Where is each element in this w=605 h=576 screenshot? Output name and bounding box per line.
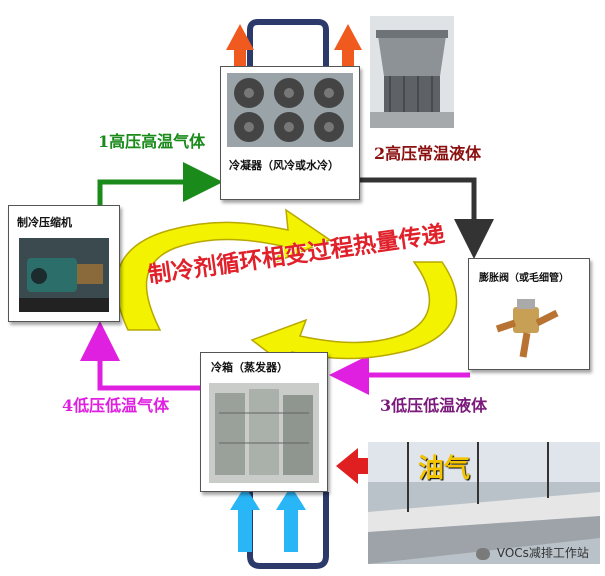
oil-pipeline-photo [368, 442, 600, 564]
state-4-label: 4低压低温气体 [62, 396, 170, 415]
state-3-label: 3低压低温液体 [380, 396, 488, 415]
compressor-label: 制冷压缩机 [17, 216, 72, 229]
cycle-arrow-upper [115, 208, 332, 331]
expansion-valve-box: 膨胀阀（或毛细管） [468, 258, 590, 370]
condenser-water-loop [247, 19, 329, 66]
evaporator-photo [209, 383, 319, 483]
watermark: VOCs减排工作站 [476, 544, 589, 561]
cycle-arrow-lower [250, 261, 458, 374]
arrow-condenser-to-valve [360, 177, 494, 259]
compressor-box: 制冷压缩机 [8, 205, 120, 322]
compressor-photo [19, 238, 109, 312]
oil-gas-label: 油气 [418, 454, 471, 484]
cold-in-arrow-left [230, 486, 260, 552]
wechat-icon [476, 547, 490, 560]
condenser-box: 冷凝器（风冷或水冷） [220, 66, 360, 200]
cooling-tower-photo [370, 16, 454, 128]
condenser-label: 冷凝器（风冷或水冷） [229, 159, 339, 172]
evaporator-label: 冷箱（蒸发器） [211, 361, 288, 374]
expansion-valve-photo [487, 293, 567, 363]
condenser-photo [227, 73, 353, 147]
watermark-text: VOCs减排工作站 [496, 546, 589, 560]
cold-in-arrow-right [276, 486, 306, 552]
arrow-evaporator-to-compressor [80, 321, 200, 391]
expansion-valve-label: 膨胀阀（或毛细管） [479, 273, 569, 284]
state-1-label: 1高压高温气体 [98, 132, 206, 151]
evaporator-box: 冷箱（蒸发器） [200, 352, 328, 492]
state-2-label: 2高压常温液体 [374, 144, 482, 163]
arrow-compressor-to-condenser [97, 162, 223, 205]
evaporator-loop [247, 492, 329, 569]
